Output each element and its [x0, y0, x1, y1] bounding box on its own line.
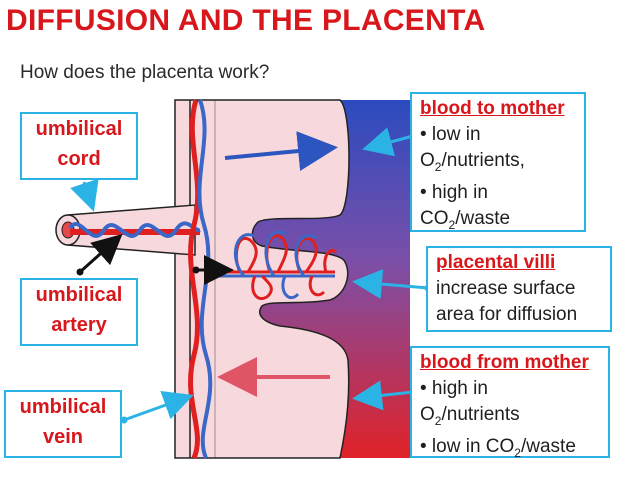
placental-villi-heading: placental villi	[436, 252, 556, 273]
blood-to-mother-arrow	[224, 131, 338, 171]
vein-callout	[123, 391, 194, 422]
blood-from-mother-box: blood from mother • high in O2/nutrients…	[410, 346, 610, 460]
blood-from-mother-heading: blood from mother	[420, 352, 589, 373]
umbilical-cord-label: umbilical cord	[20, 112, 138, 180]
to-mother-callout	[362, 127, 414, 157]
villi-callout	[352, 269, 429, 299]
umbilical-vein-label: umbilical vein	[4, 390, 122, 458]
blood-to-mother-box: blood to mother • low in O2/nutrients, •…	[410, 92, 586, 232]
umbilical-artery-label: umbilical artery	[20, 278, 138, 346]
cord-callout	[70, 178, 99, 212]
artery-pointer	[78, 233, 123, 274]
slide-title: DIFFUSION AND THE PLACENTA	[6, 4, 486, 37]
blood-to-mother-heading: blood to mother	[420, 98, 565, 119]
from-mother-callout	[352, 380, 414, 411]
placental-villi-box: placental villi increase surface area fo…	[426, 246, 612, 332]
slide-subtitle: How does the placenta work?	[20, 62, 270, 83]
